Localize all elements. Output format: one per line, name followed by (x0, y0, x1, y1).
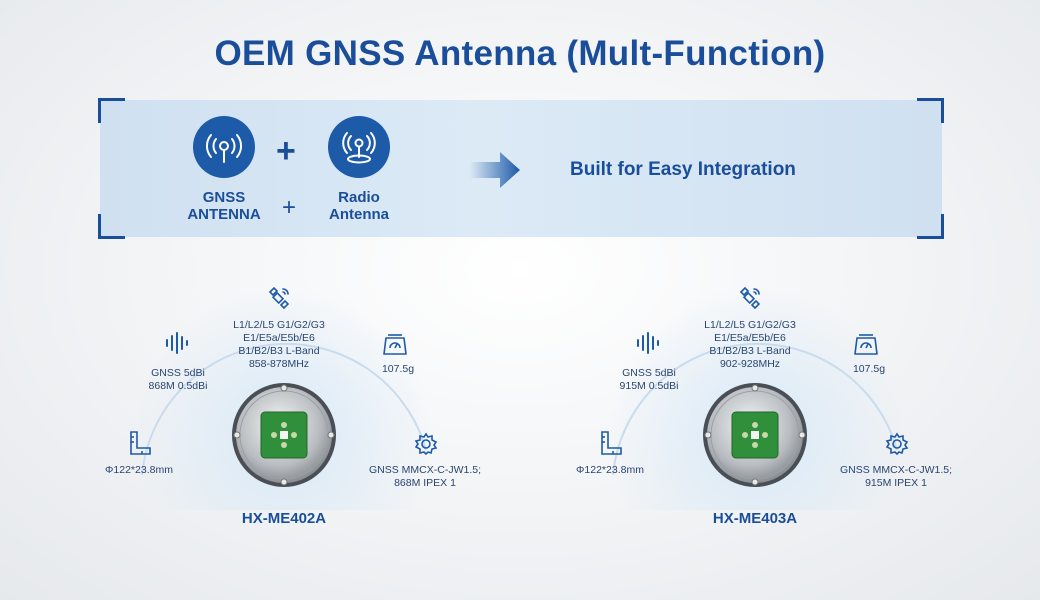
corner-bracket (917, 214, 944, 239)
signal-wave-icon (637, 332, 659, 354)
radio-antenna-icon (328, 116, 390, 178)
band-line: 902-928MHz (719, 358, 781, 370)
arrow-right-icon (470, 152, 520, 188)
weight-scale-icon (854, 334, 878, 355)
connector-line: 915M IPEX 1 (865, 477, 927, 489)
tagline: Built for Easy Integration (570, 159, 796, 180)
model-name: HX-ME402A (241, 510, 327, 527)
gnss-antenna-label: GNSS ANTENNA (164, 189, 284, 223)
corner-bracket (98, 98, 125, 123)
satellite-icon (268, 286, 290, 310)
radio-label-line: Radio (338, 189, 380, 206)
gear-icon (414, 432, 438, 456)
size-spec: Φ122*23.8mm (576, 464, 644, 476)
plus-sign: + (282, 194, 297, 221)
signal-wave-icon (166, 332, 188, 354)
product-card-hx-me403a: L1/L2/L5 G1/G2/G3 E1/E5a/E5b/E6 B1/B2/B3… (575, 280, 952, 580)
product-card-hx-me402a: L1/L2/L5 G1/G2/G3 E1/E5a/E5b/E6 B1/B2/B3… (104, 280, 481, 580)
dimension-ruler-icon (601, 431, 622, 455)
dimension-ruler-icon (130, 431, 151, 455)
gnss-antenna-icon (193, 116, 255, 178)
gain-specs: GNSS 5dBi 868M 0.5dBi (130, 367, 226, 393)
connector-specs: GNSS MMCX-C-JW1.5; 868M IPEX 1 (360, 464, 490, 490)
plus-sign: + (276, 132, 296, 170)
connector-line: 868M IPEX 1 (394, 477, 456, 489)
satellite-icon (739, 286, 761, 310)
band-line: B1/B2/B3 L-Band (709, 345, 791, 357)
corner-bracket (98, 214, 125, 239)
radio-label-line: Antenna (329, 206, 389, 223)
page-title: OEM GNSS Antenna (Mult-Function) (214, 34, 826, 73)
connector-line: GNSS MMCX-C-JW1.5; (368, 464, 481, 476)
corner-bracket (917, 98, 944, 123)
product-diagram (605, 285, 905, 510)
weight-scale-icon (383, 334, 407, 355)
band-line: E1/E5a/E5b/E6 (714, 332, 786, 344)
model-name: HX-ME403A (712, 510, 798, 527)
band-line: L1/L2/L5 G1/G2/G3 (704, 319, 796, 331)
gnss-label-line: GNSS (202, 189, 246, 206)
connector-specs: GNSS MMCX-C-JW1.5; 915M IPEX 1 (831, 464, 961, 490)
product-diagram (134, 285, 434, 510)
band-specs: L1/L2/L5 G1/G2/G3 E1/E5a/E5b/E6 B1/B2/B3… (204, 319, 354, 371)
band-specs: L1/L2/L5 G1/G2/G3 E1/E5a/E5b/E6 B1/B2/B3… (675, 319, 825, 371)
feature-banner: + GNSS ANTENNA + Radio Antenna Buil (98, 98, 944, 239)
connector-line: GNSS MMCX-C-JW1.5; (839, 464, 952, 476)
gain-specs: GNSS 5dBi 915M 0.5dBi (601, 367, 697, 393)
band-line: B1/B2/B3 L-Band (238, 345, 320, 357)
band-line: E1/E5a/E5b/E6 (243, 332, 315, 344)
size-spec: Φ122*23.8mm (105, 464, 173, 476)
weight-spec: 107.5g (381, 363, 415, 375)
gain-line: GNSS 5dBi (622, 367, 676, 379)
gnss-label-line: ANTENNA (187, 206, 261, 223)
band-line: L1/L2/L5 G1/G2/G3 (233, 319, 325, 331)
gain-line: 915M 0.5dBi (619, 380, 679, 392)
weight-spec: 107.5g (852, 363, 886, 375)
gain-line: 868M 0.5dBi (148, 380, 208, 392)
gain-line: GNSS 5dBi (151, 367, 205, 379)
band-line: 858-878MHz (248, 358, 310, 370)
radio-antenna-label: Radio Antenna (299, 189, 419, 223)
gear-icon (885, 432, 909, 456)
